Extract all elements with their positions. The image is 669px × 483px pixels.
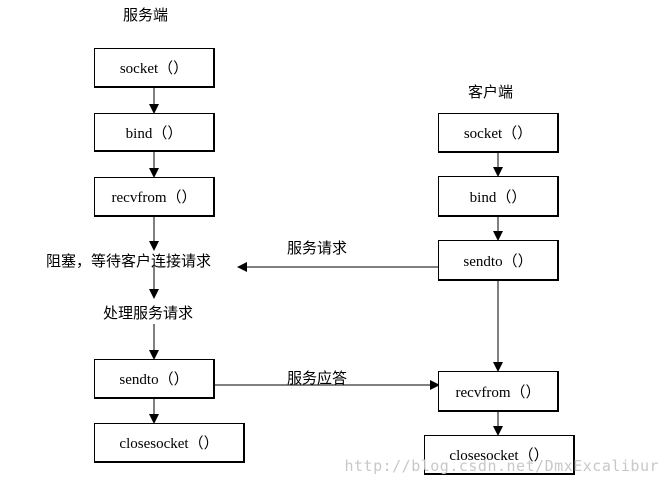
service-response-label: 服务应答: [287, 371, 348, 387]
server-closesocket-node: closesocket（）: [94, 423, 245, 463]
server-sendto-node: sendto（）: [94, 359, 215, 399]
client-recvfrom-node: recvfrom（）: [438, 371, 559, 412]
watermark: http://blog.csdn.net/DmxExcalibur: [344, 457, 659, 475]
server-socket-node: socket（）: [94, 48, 215, 88]
client-sendto-node: sendto（）: [438, 240, 559, 281]
service-request-label: 服务请求: [287, 241, 348, 257]
client-closesocket-node: closesocket（）: [424, 435, 575, 475]
client-title: 客户端: [468, 85, 514, 101]
server-block-label: 阻塞，等待客户连接请求: [46, 254, 212, 270]
server-bind-node: bind（）: [94, 113, 215, 152]
client-socket-node: socket（）: [438, 113, 559, 153]
server-recvfrom-node: recvfrom（）: [94, 177, 215, 217]
client-bind-node: bind（）: [438, 176, 559, 217]
server-title: 服务端: [123, 8, 169, 24]
server-process-label: 处理服务请求: [103, 306, 194, 322]
